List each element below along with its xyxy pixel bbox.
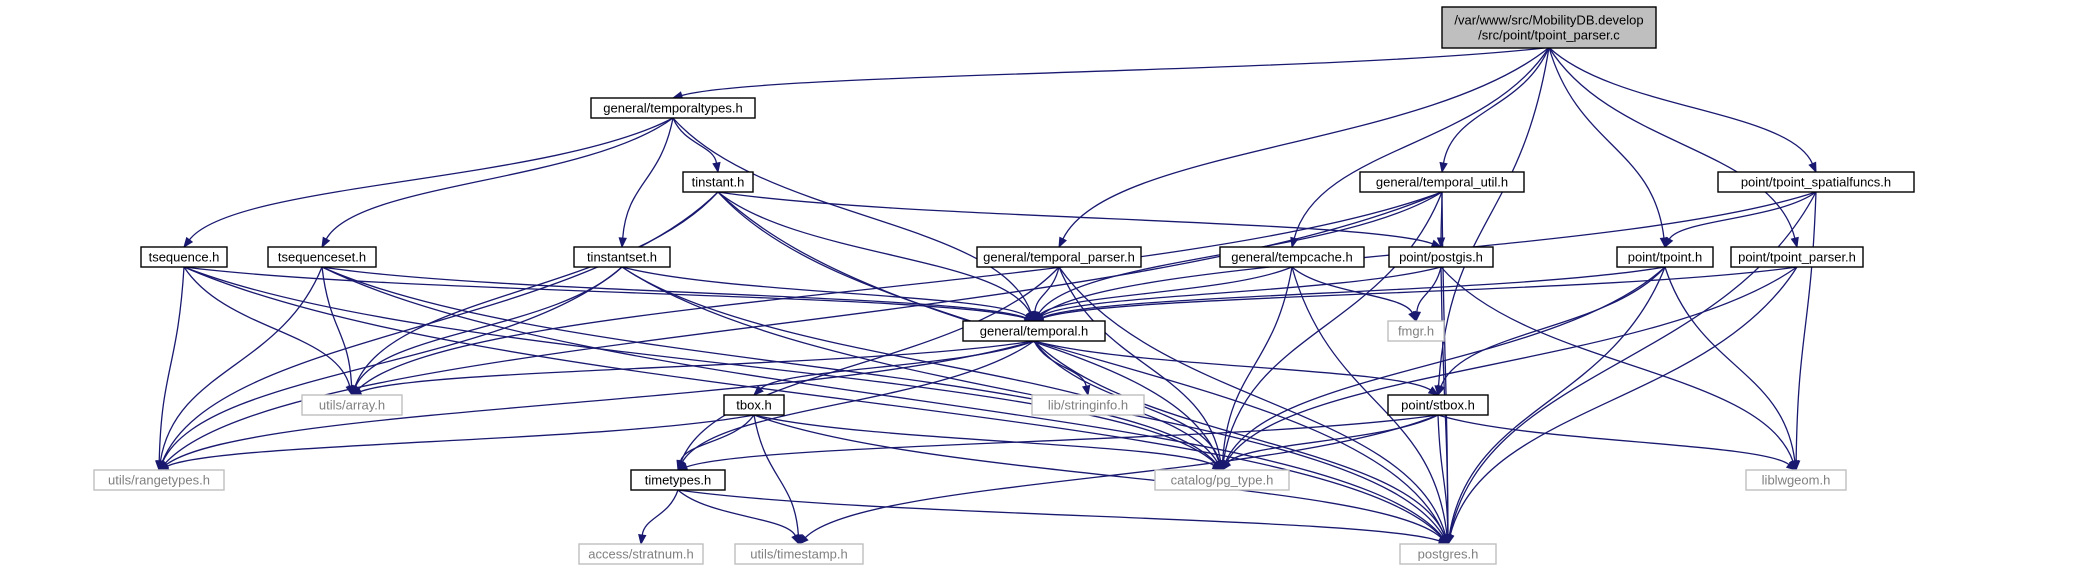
node-label: liblwgeom.h bbox=[1762, 472, 1831, 487]
edge-temporaltypes-to-tsequence bbox=[183, 117, 674, 249]
node-tpoint-spatialfuncs[interactable]: point/tpoint_spatialfuncs.h bbox=[1717, 171, 1915, 193]
edge-temporal-to-postgres bbox=[1033, 340, 1449, 546]
node-tpoint[interactable]: point/tpoint.h bbox=[1616, 246, 1714, 268]
node-label: postgres.h bbox=[1418, 546, 1479, 561]
node-label: general/temporal_parser.h bbox=[983, 249, 1135, 264]
node-label: tsequence.h bbox=[149, 249, 220, 264]
edge-tinstantset-to-rangetypes bbox=[158, 266, 623, 472]
node-stbox[interactable]: point/stbox.h bbox=[1387, 394, 1489, 416]
node-label: point/postgis.h bbox=[1399, 249, 1483, 264]
edge-tsequenceset-to-array bbox=[321, 266, 356, 397]
node-fmgr: fmgr.h bbox=[1387, 320, 1445, 342]
node-array: utils/array.h bbox=[301, 394, 403, 416]
edge-tpoint-spatialfuncs-to-postgres bbox=[1445, 191, 1817, 546]
edge-tpoint-parser-to-postgres bbox=[1446, 266, 1798, 546]
edge-temporaltypes-to-tsequenceset bbox=[321, 117, 674, 249]
edge-temporal-to-stbox bbox=[1033, 340, 1440, 396]
edge-root-to-tpoint-spatialfuncs bbox=[1548, 47, 1817, 174]
node-label: tsequenceset.h bbox=[278, 249, 366, 264]
node-temporaltypes[interactable]: general/temporaltypes.h bbox=[590, 97, 756, 119]
node-label: utils/rangetypes.h bbox=[108, 472, 210, 487]
node-label: fmgr.h bbox=[1398, 323, 1434, 338]
node-tsequenceset[interactable]: tsequenceset.h bbox=[267, 246, 377, 268]
node-liblwgeom: liblwgeom.h bbox=[1745, 469, 1847, 491]
root-file-line2: /src/point/tpoint_parser.c bbox=[1478, 27, 1620, 42]
edge-tbox-to-rangetypes bbox=[157, 414, 755, 471]
node-label: lib/stringinfo.h bbox=[1048, 397, 1128, 412]
node-label: access/stratnum.h bbox=[588, 546, 694, 561]
node-label: tinstant.h bbox=[692, 174, 745, 189]
edge-timetypes-to-timestamp bbox=[677, 489, 800, 546]
edge-root-to-temporal-parser bbox=[1058, 46, 1550, 249]
node-label: catalog/pg_type.h bbox=[1171, 472, 1274, 487]
edge-tpoint-to-stbox bbox=[1437, 266, 1666, 397]
edge-stbox-to-timetypes bbox=[676, 414, 1439, 471]
edge-postgis-to-liblwgeom bbox=[1440, 266, 1797, 472]
edge-temporal-to-tbox bbox=[753, 340, 1035, 396]
node-label: general/temporaltypes.h bbox=[603, 100, 742, 115]
node-tinstantset[interactable]: tinstantset.h bbox=[573, 246, 671, 268]
edge-tpoint-spatialfuncs-to-tpoint bbox=[1664, 191, 1817, 249]
edge-root-to-tpoint-parser bbox=[1548, 47, 1799, 249]
edge-postgis-to-fmgr bbox=[1412, 266, 1442, 323]
edge-stbox-to-liblwgeom bbox=[1437, 414, 1798, 471]
edge-root-to-stbox bbox=[1434, 47, 1550, 397]
node-temporal-util[interactable]: general/temporal_util.h bbox=[1359, 171, 1525, 193]
node-timestamp: utils/timestamp.h bbox=[734, 543, 864, 565]
node-temporal[interactable]: general/temporal.h bbox=[962, 320, 1106, 342]
node-tsequence[interactable]: tsequence.h bbox=[140, 246, 228, 268]
edge-temporal-util-to-array bbox=[350, 191, 1443, 396]
edge-temporaltypes-to-tinstant bbox=[672, 117, 721, 174]
edge-temporaltypes-to-tinstantset bbox=[618, 117, 674, 249]
node-postgres: postgres.h bbox=[1399, 543, 1497, 565]
node-label: point/stbox.h bbox=[1401, 397, 1475, 412]
edge-tbox-to-timetypes bbox=[676, 414, 755, 472]
node-timetypes[interactable]: timetypes.h bbox=[630, 469, 726, 491]
node-label: utils/array.h bbox=[319, 397, 385, 412]
node-temporal-parser[interactable]: general/temporal_parser.h bbox=[976, 246, 1142, 268]
edge-root-to-tpoint bbox=[1548, 47, 1669, 249]
edge-tpoint-parser-to-pg-type bbox=[1221, 266, 1798, 472]
node-pg-type: catalog/pg_type.h bbox=[1154, 469, 1290, 491]
node-postgis[interactable]: point/postgis.h bbox=[1388, 246, 1494, 268]
edge-root-to-tempcache bbox=[1290, 47, 1550, 249]
edge-root-to-temporal-util bbox=[1439, 47, 1550, 174]
node-label: tbox.h bbox=[736, 397, 771, 412]
node-root-file: /var/www/src/MobilityDB.develop /src/poi… bbox=[1441, 6, 1657, 49]
dependency-edges bbox=[155, 46, 1817, 546]
node-label: tinstantset.h bbox=[587, 249, 657, 264]
edge-tsequence-to-temporal bbox=[183, 266, 1036, 323]
node-label: point/tpoint.h bbox=[1628, 249, 1702, 264]
node-label: utils/timestamp.h bbox=[750, 546, 848, 561]
edge-temporal-to-rangetypes bbox=[157, 340, 1035, 471]
node-label: general/temporal_util.h bbox=[1376, 174, 1508, 189]
node-label: point/tpoint_spatialfuncs.h bbox=[1741, 174, 1891, 189]
edge-temporal-util-to-rangetypes bbox=[158, 191, 1443, 472]
node-tbox[interactable]: tbox.h bbox=[723, 394, 785, 416]
node-stringinfo: lib/stringinfo.h bbox=[1031, 394, 1145, 416]
node-label: point/tpoint_parser.h bbox=[1738, 249, 1856, 264]
edge-tpoint-to-liblwgeom bbox=[1664, 266, 1799, 472]
node-stratnum: access/stratnum.h bbox=[578, 543, 704, 565]
node-rangetypes: utils/rangetypes.h bbox=[93, 469, 225, 491]
edge-stbox-to-postgres bbox=[1437, 414, 1453, 546]
node-label: general/tempcache.h bbox=[1231, 249, 1352, 264]
node-tpoint-parser[interactable]: point/tpoint_parser.h bbox=[1730, 246, 1864, 268]
edge-tpoint-spatialfuncs-to-liblwgeom bbox=[1791, 191, 1817, 472]
edge-timetypes-to-stratnum bbox=[638, 489, 679, 546]
node-label: general/temporal.h bbox=[980, 323, 1088, 338]
node-tinstant[interactable]: tinstant.h bbox=[682, 171, 754, 193]
edge-tinstant-to-rangetypes bbox=[158, 191, 719, 472]
root-file-line1: /var/www/src/MobilityDB.develop bbox=[1454, 12, 1643, 27]
node-label: timetypes.h bbox=[645, 472, 711, 487]
edge-root-to-temporaltypes bbox=[671, 46, 1550, 100]
file-nodes: /var/www/src/MobilityDB.develop /src/poi… bbox=[93, 6, 1915, 565]
node-tempcache[interactable]: general/tempcache.h bbox=[1219, 246, 1365, 268]
edge-stbox-to-timestamp bbox=[798, 414, 1439, 545]
edge-tinstantset-to-temporal bbox=[621, 266, 1036, 322]
